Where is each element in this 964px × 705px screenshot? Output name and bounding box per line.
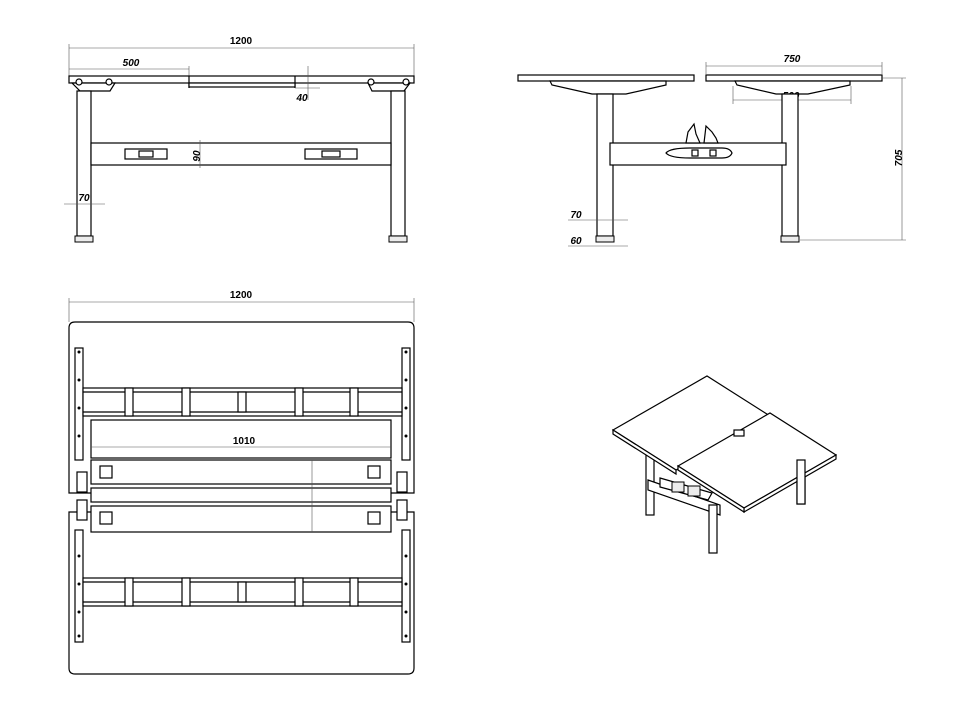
front-view: 1200 500 40 90 bbox=[64, 36, 415, 243]
side-left-desktop bbox=[517, 74, 695, 82]
front-leg-dimension: 70 bbox=[78, 193, 90, 204]
top-upper-desktop bbox=[68, 321, 415, 494]
top-width-dimension: 1200 bbox=[230, 290, 253, 301]
side-height-dimension: 705 bbox=[894, 149, 905, 166]
front-width-dimension: 1200 bbox=[230, 36, 253, 47]
side-foot-dimension: 60 bbox=[570, 236, 582, 247]
top-inner-dimension: 1010 bbox=[233, 436, 256, 447]
side-depth-dimension: 750 bbox=[784, 54, 801, 65]
front-offset-dimension: 500 bbox=[123, 58, 140, 69]
side-leg-dimension: 70 bbox=[570, 210, 582, 221]
top-view: 1200 1010 bbox=[68, 290, 415, 675]
top-lower-desktop bbox=[68, 511, 415, 675]
front-right-leg bbox=[390, 90, 406, 237]
isometric-view bbox=[611, 375, 838, 554]
front-thickness-dimension: 40 bbox=[295, 93, 308, 104]
side-view: 750 500 705 70 60 bbox=[517, 54, 906, 247]
front-left-leg bbox=[76, 90, 92, 237]
side-right-desktop bbox=[705, 74, 883, 82]
front-desktop bbox=[68, 75, 415, 84]
front-beam-dimension: 90 bbox=[192, 150, 203, 162]
